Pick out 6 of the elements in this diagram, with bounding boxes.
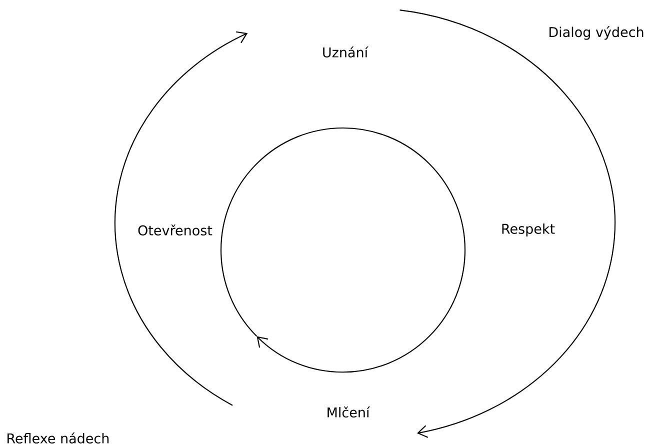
phase-label: Dialog výdech	[550, 26, 644, 40]
stage-label: Uznání	[323, 46, 368, 58]
stage-label: Mlčení	[328, 406, 370, 418]
stage-label: Respekt	[502, 223, 555, 237]
phase-label: Reflexe nádech	[8, 432, 109, 444]
stage-label: Otevřenost	[138, 224, 212, 236]
